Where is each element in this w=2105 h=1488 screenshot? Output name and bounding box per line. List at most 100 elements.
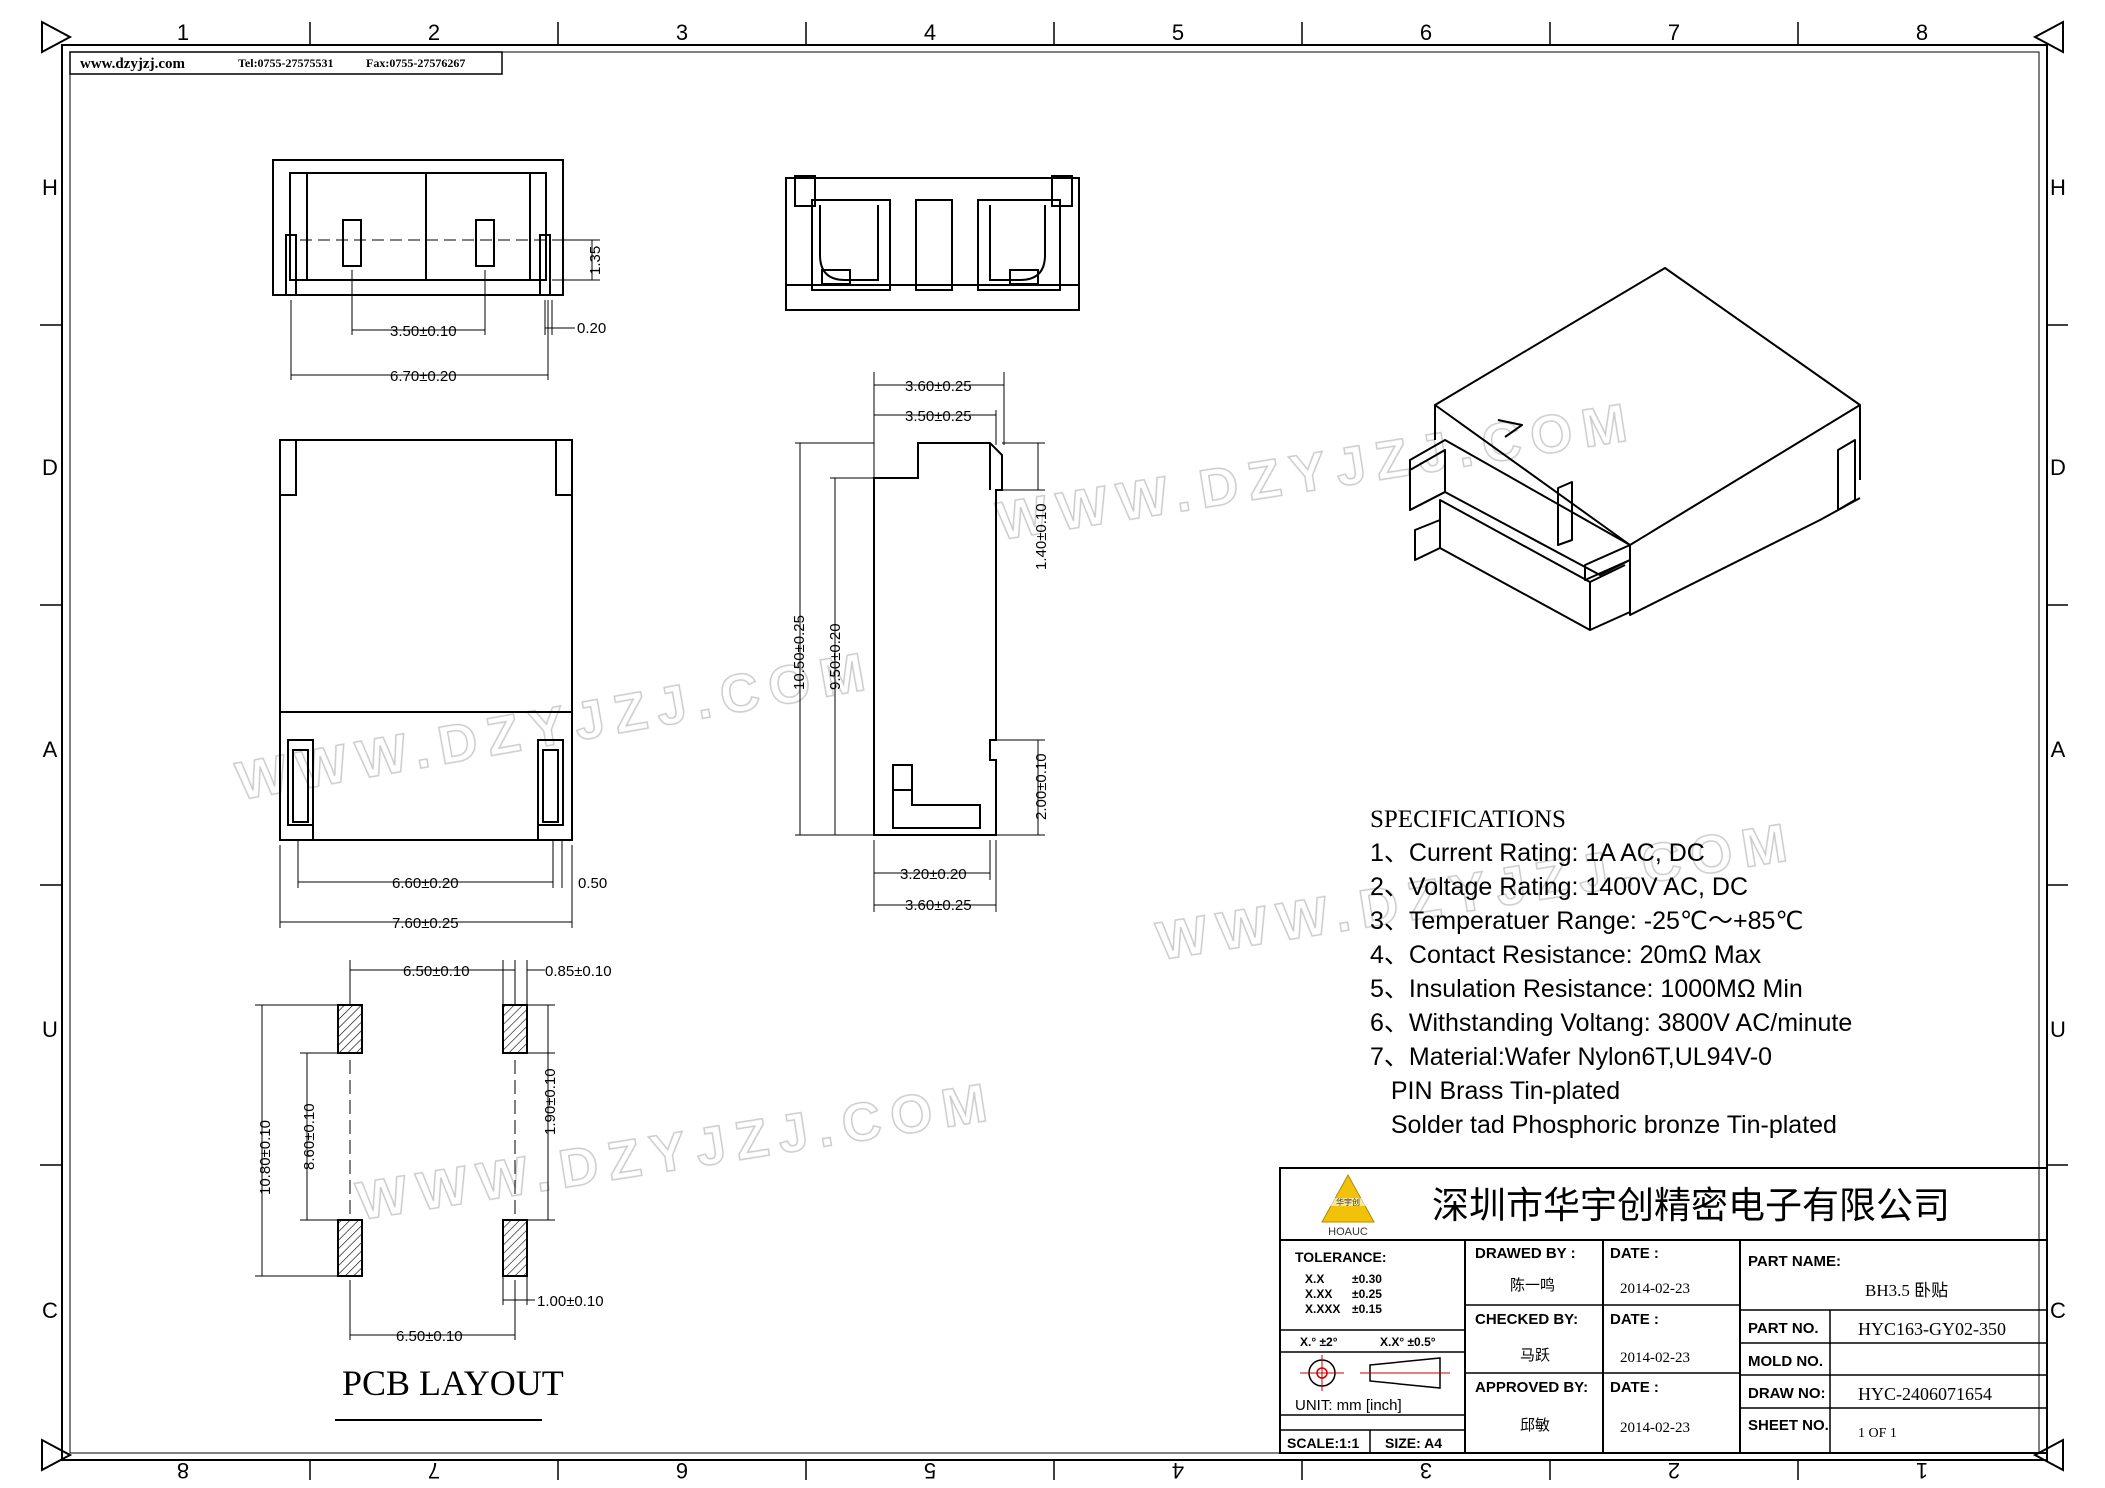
spec-title: SPECIFICATIONS xyxy=(1370,806,1566,833)
grid-col-label: 8 xyxy=(1916,20,1928,45)
dim-label: 9.50±0.20 xyxy=(827,623,844,690)
sheet-no-label: SHEET NO. xyxy=(1748,1417,1829,1434)
spec-line: 2、Voltage Rating: 1400V AC, DC xyxy=(1370,873,1748,901)
spec-line: Solder tad Phosphoric bronze Tin-plated xyxy=(1370,1111,1837,1139)
dim-label: 7.60±0.25 xyxy=(392,915,459,932)
solder-pad xyxy=(337,1219,363,1277)
dim-label: 0.20 xyxy=(577,320,606,337)
title-block xyxy=(1279,1167,2048,1454)
watermark-text: WWW.DZYJZJ.COM xyxy=(232,640,880,811)
tolerance-value: ±0.15 xyxy=(1352,1302,1382,1316)
inner-frame xyxy=(69,51,2040,1454)
corner-triangle-tr xyxy=(2032,20,2064,54)
draw-no-value: HYC-2406071654 xyxy=(1858,1384,1992,1404)
approved-by-label: APPROVED BY: xyxy=(1475,1379,1588,1396)
dim-label: 1.35 xyxy=(587,246,604,275)
grid-col-label: 4 xyxy=(1172,1458,1184,1483)
dim-label: 10.50±0.25 xyxy=(791,615,808,690)
date-label: DATE : xyxy=(1610,1245,1659,1262)
pcb-layout: 6.50±0.10 0.85±0.10 10.80±0.10 8.60±0.10… xyxy=(255,960,612,1421)
grid-row-label: A xyxy=(43,737,58,762)
dim-label: 2.00±0.10 xyxy=(1033,753,1050,820)
grid-col-label: 7 xyxy=(428,1458,440,1483)
mold-no-label: MOLD NO. xyxy=(1748,1353,1823,1370)
projection-symbol-icon xyxy=(1300,1355,1450,1391)
watermark-text: WWW.DZYJZJ.COM xyxy=(352,1071,1000,1231)
grid-col-label: 4 xyxy=(924,20,936,45)
end-view xyxy=(785,175,1080,311)
sheet-no-value: 1 OF 1 xyxy=(1858,1426,1897,1441)
spec-line: 4、Contact Resistance: 20mΩ Max xyxy=(1370,941,1762,969)
scale-text: SCALE:1:1 xyxy=(1287,1435,1360,1451)
grid-row-label: U xyxy=(42,1017,58,1042)
part-name-value: BH3.5 卧贴 xyxy=(1865,1281,1948,1300)
side-view xyxy=(873,442,1003,836)
grid-col-label: 3 xyxy=(676,20,688,45)
dim-label: 3.50±0.25 xyxy=(905,408,972,425)
tolerance-key: X.X xyxy=(1305,1272,1324,1286)
grid-row-label: U xyxy=(2050,1017,2066,1042)
logo-text: HOAUC xyxy=(1328,1226,1368,1238)
drawn-by-value: 陈一鸣 xyxy=(1510,1276,1555,1294)
grid-row-label: C xyxy=(2050,1298,2066,1323)
grid-row-label: A xyxy=(2051,737,2066,762)
dim-label: 1.00±0.10 xyxy=(537,1293,604,1310)
grid-col-label: 6 xyxy=(1420,20,1432,45)
grid-row-label: D xyxy=(42,455,58,480)
website-box xyxy=(69,51,503,75)
date-value: 2014-02-23 xyxy=(1620,1350,1690,1366)
date-label: DATE : xyxy=(1610,1311,1659,1328)
drawn-by-label: DRAWED BY : xyxy=(1475,1245,1576,1262)
approved-by-value: 邱敏 xyxy=(1520,1417,1550,1434)
dim-label: 8.60±0.10 xyxy=(301,1103,318,1170)
spec-line: 5、Insulation Resistance: 1000MΩ Min xyxy=(1370,975,1803,1003)
dim-label: 10.80±0.10 xyxy=(257,1120,274,1195)
corner-triangle-br xyxy=(2032,1438,2064,1472)
dim-label: 6.50±0.10 xyxy=(396,1328,463,1345)
dim-label: 3.50±0.10 xyxy=(390,323,457,340)
dim-label: 0.50 xyxy=(578,875,607,892)
dim-label: 6.70±0.20 xyxy=(390,368,457,385)
plan-view xyxy=(279,439,573,841)
grid-row-label: H xyxy=(2050,175,2066,200)
dim-label: 0.85±0.10 xyxy=(545,963,612,980)
dim-label: 3.60±0.25 xyxy=(905,897,972,914)
solder-pad xyxy=(502,1219,528,1277)
dim-label: 6.50±0.10 xyxy=(403,963,470,980)
unit-text: UNIT: mm [inch] xyxy=(1295,1397,1402,1414)
checked-by-label: CHECKED BY: xyxy=(1475,1311,1578,1328)
grid-ticks xyxy=(40,22,2068,1480)
fax-text: Fax:0755-27576267 xyxy=(366,56,465,70)
part-no-value: HYC163-GY02-350 xyxy=(1858,1319,2006,1339)
angle-tolerance: X.° ±2° xyxy=(1300,1335,1338,1349)
grid-row-label: C xyxy=(42,1298,58,1323)
part-name-label: PART NAME: xyxy=(1748,1253,1841,1270)
corner-triangle-tl xyxy=(41,20,73,54)
dim-label: 1.40±0.10 xyxy=(1033,503,1050,570)
dim-label: 1.90±0.10 xyxy=(542,1068,559,1135)
grid-col-label: 2 xyxy=(428,20,440,45)
draw-no-label: DRAW NO: xyxy=(1748,1385,1826,1402)
logo-mark: 华宇创 xyxy=(1336,1197,1360,1207)
part-no-label: PART NO. xyxy=(1748,1320,1819,1337)
company-logo: 华宇创 HOAUC xyxy=(1321,1173,1375,1238)
grid-col-label: 8 xyxy=(177,1458,189,1483)
front-view xyxy=(272,159,564,296)
date-label: DATE : xyxy=(1610,1379,1659,1396)
grid-col-label: 2 xyxy=(1668,1458,1680,1483)
grid-col-label: 1 xyxy=(1916,1458,1928,1483)
company-name: 深圳市华宇创精密电子有限公司 xyxy=(1432,1185,1950,1227)
grid-row-label: D xyxy=(2050,455,2066,480)
solder-pad xyxy=(502,1004,528,1054)
spec-line: 1、Current Rating: 1A AC, DC xyxy=(1370,839,1705,867)
angle-tolerance: X.X° ±0.5° xyxy=(1380,1335,1436,1349)
isometric-view xyxy=(1409,267,1861,631)
grid-col-label: 7 xyxy=(1668,20,1680,45)
checked-by-value: 马跃 xyxy=(1520,1347,1550,1364)
website-text: www.dzyjzj.com xyxy=(80,56,185,72)
grid-col-label: 5 xyxy=(924,1458,936,1483)
pcb-layout-title: PCB LAYOUT xyxy=(342,1363,564,1403)
tolerance-value: ±0.25 xyxy=(1352,1287,1382,1301)
grid-row-label: H xyxy=(42,175,58,200)
